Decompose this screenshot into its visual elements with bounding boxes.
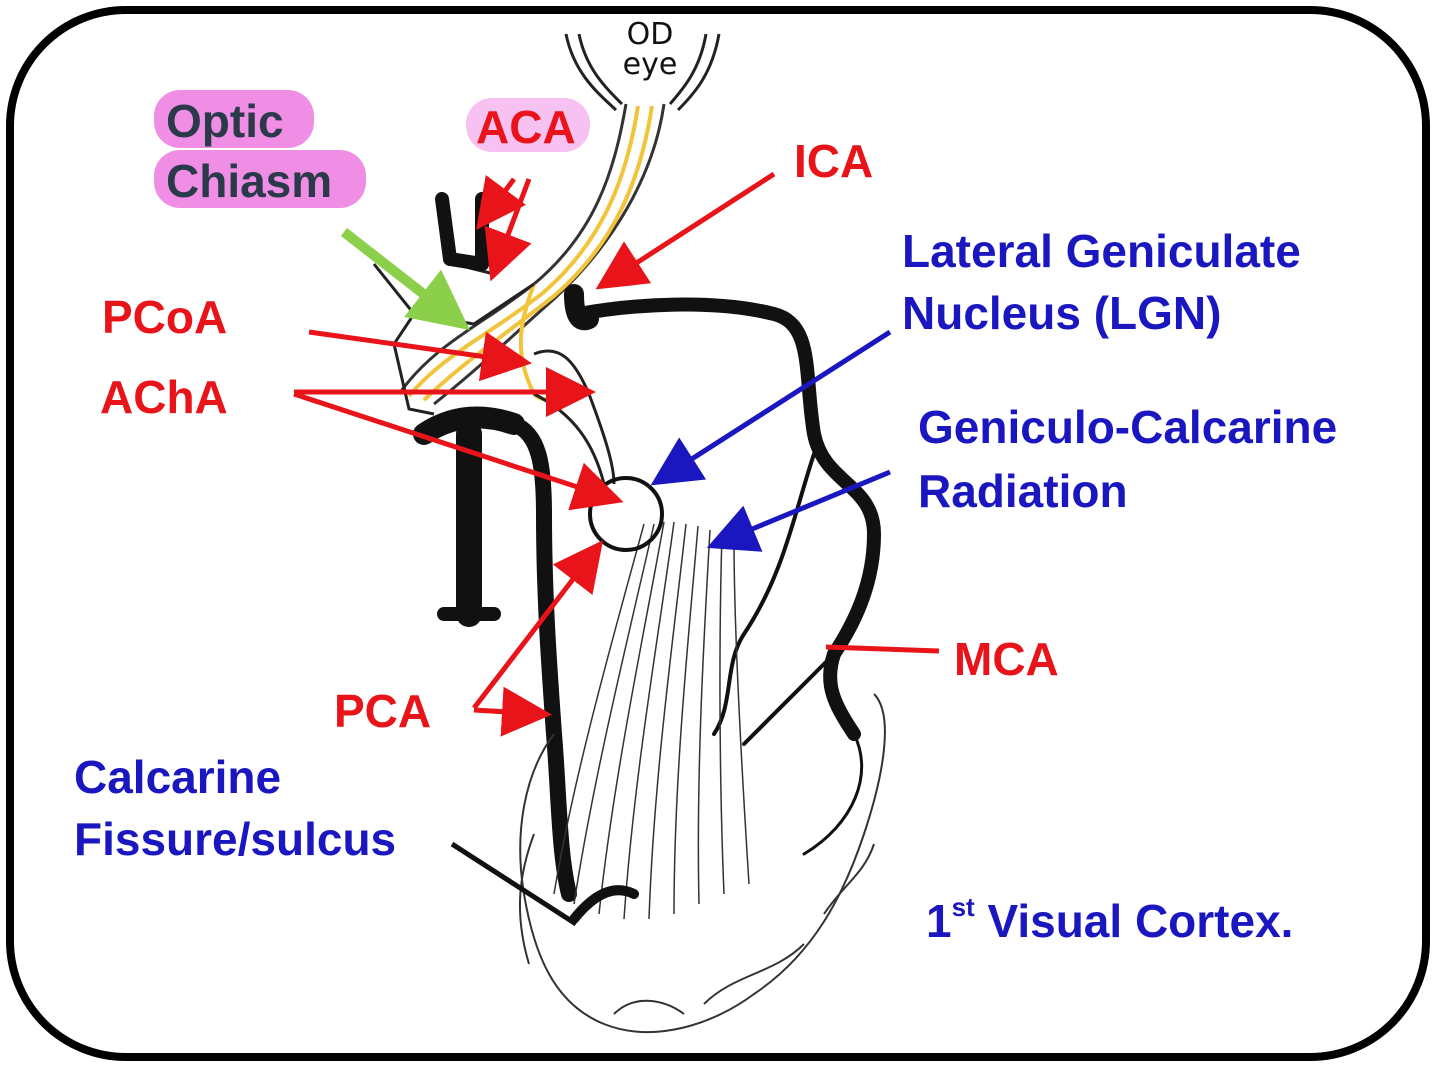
calcarine-label-line2: Fissure/sulcus	[74, 813, 397, 865]
red-arrows	[293, 171, 940, 737]
cortex-text: Visual Cortex.	[974, 895, 1294, 947]
chiasm-green-arrow	[340, 228, 470, 331]
aca-label: ACA	[476, 101, 576, 153]
optic-chiasm-pill-2	[154, 150, 366, 208]
optic-chiasm-label-line2: Chiasm	[166, 155, 333, 207]
aca-vessels	[435, 192, 489, 271]
eye-label: OD eye	[620, 20, 680, 80]
optic-chiasm-label-line1: Optic	[166, 95, 284, 147]
pcoa-arrow	[308, 329, 532, 382]
blue-arrows	[650, 329, 892, 552]
calcarine-label-line1: Calcarine	[74, 751, 282, 803]
mca-label: MCA	[954, 633, 1059, 685]
lgn-label-line1: Lateral Geniculate	[902, 225, 1301, 277]
lgn-circle	[588, 476, 664, 552]
pca-vessels	[413, 406, 577, 902]
pca-arrow-1	[472, 540, 604, 710]
occipital-lobe-outline	[518, 693, 886, 1033]
ica-label: ICA	[794, 135, 874, 187]
calcarine-pointer	[450, 841, 578, 927]
visual-pathway-diagram	[293, 33, 940, 1033]
aca-arrow-1	[476, 174, 526, 231]
aca-pill	[466, 98, 590, 152]
pca-arrow-2	[473, 686, 552, 737]
eye-label-line1: OD	[626, 17, 674, 52]
ica-arrow	[595, 171, 776, 290]
calcarine-fissure	[569, 885, 639, 924]
visual-cortex-label: 1st Visual Cortex.	[926, 894, 1294, 947]
pca-label: PCA	[334, 685, 432, 737]
radiation-arrow	[706, 469, 891, 552]
pcoa-label: PCoA	[102, 291, 228, 343]
mca-line	[825, 644, 940, 654]
radiation-fibers	[553, 521, 750, 920]
acha-arrow-2	[293, 391, 624, 511]
optic-chiasm-pill-1	[154, 90, 314, 148]
eye-label-line2: eye	[622, 47, 678, 82]
acha-label: AChA	[100, 371, 228, 423]
cortex-ordinal: 1	[926, 895, 952, 947]
lgn-label-line2: Nucleus (LGN)	[902, 287, 1222, 339]
cortex-ordinal-suffix: st	[951, 892, 975, 922]
aca-arrow-2	[484, 178, 532, 282]
eye-outline	[564, 33, 721, 112]
radiation-label-line2: Radiation	[918, 465, 1128, 517]
lgn-arrow	[650, 329, 892, 486]
ica-mca-vessels	[564, 284, 882, 856]
diagram-frame: OD eye Optic Chiasm ACA ICA PCoA AChA La…	[6, 6, 1430, 1061]
radiation-label-line1: Geniculo-Calcarine	[918, 401, 1338, 453]
